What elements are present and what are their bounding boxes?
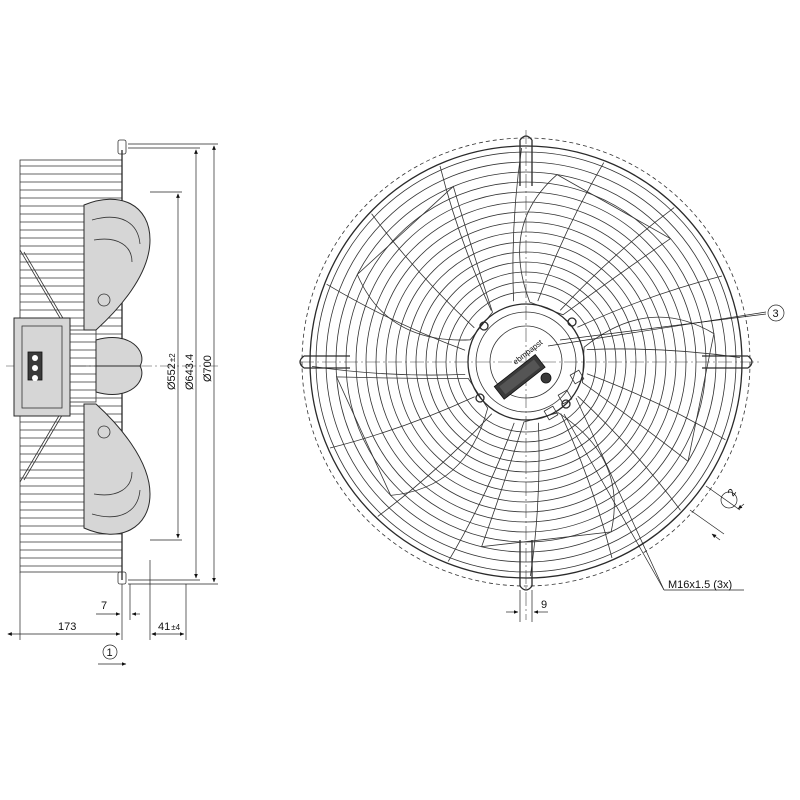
side-blade-mid-bottom <box>95 365 143 395</box>
front-bracket-bottom <box>519 540 533 591</box>
front-guard-spoke <box>371 213 475 329</box>
front-guard-ring <box>375 211 677 513</box>
front-guard-ring <box>355 191 697 533</box>
front-guard-spoke <box>512 147 522 302</box>
side-blade-top <box>83 198 151 331</box>
front-blade <box>335 376 489 496</box>
front-hub-screw-4 <box>561 399 571 409</box>
front-guard-spokes <box>311 147 741 577</box>
front-guard-ring <box>445 281 607 443</box>
callout-2-number: 2 <box>726 487 739 499</box>
front-guard-ring <box>325 161 727 563</box>
front-guard-spoke <box>311 366 466 376</box>
front-guard-spoke <box>577 395 681 511</box>
dim-inner-diameter: Ø552±2 <box>166 353 178 390</box>
side-gland-hole-1 <box>32 355 38 361</box>
front-guard-ring <box>425 261 627 463</box>
side-rotor-bolt-bottom <box>97 425 111 439</box>
side-gland-hole-2 <box>32 365 38 371</box>
callout-3-leader-1 <box>547 311 767 347</box>
dimension-widths <box>7 560 187 640</box>
front-hub-screw-1 <box>479 321 489 331</box>
front-hub-outer <box>467 303 585 421</box>
front-guard-spoke <box>530 422 540 577</box>
dim-mid-diameter: Ø643.4 <box>184 354 196 390</box>
thread-spec-label: M16x1.5 (3x) <box>668 579 732 591</box>
front-cable-glands <box>543 369 585 421</box>
front-guard-ring <box>315 151 737 573</box>
side-blade-top-detail <box>91 216 141 263</box>
side-strut-top <box>19 249 61 319</box>
front-bracket-right <box>702 355 753 369</box>
front-guard-spoke <box>586 348 741 358</box>
callout-3-number: 3 <box>773 308 779 320</box>
thread-leader-1 <box>575 397 665 591</box>
front-guard-spoke <box>439 165 492 311</box>
callout-2-circle <box>720 491 738 509</box>
callout-3-circle <box>767 304 785 322</box>
dim-gap-width: 7 <box>101 600 107 612</box>
side-blade-bottom-detail <box>91 471 141 518</box>
airflow-callout-circle <box>102 644 118 660</box>
front-outer-diameter-circle <box>301 137 751 587</box>
front-earth-symbol <box>540 372 552 384</box>
front-guard-ring <box>395 231 657 493</box>
front-blade <box>356 185 493 341</box>
side-gland-hole-3 <box>32 375 38 381</box>
front-view: ebmpapst 3 2 M16x1.5 (3x) 9 <box>299 130 785 622</box>
front-guard-spoke <box>586 373 726 441</box>
front-guard-spoke <box>559 207 675 311</box>
front-hub-screw-3 <box>475 393 485 403</box>
side-strut-bottom-2 <box>23 411 65 481</box>
front-guard-spoke <box>377 413 493 517</box>
front-blade <box>481 412 615 548</box>
front-guard-spoke <box>326 283 466 351</box>
dim-total-width: 173 <box>58 621 76 633</box>
thread-leader-2 <box>563 413 665 591</box>
front-bracket-top <box>519 135 533 186</box>
side-rotor-bolt-top <box>97 293 111 307</box>
front-guard-ring <box>335 171 717 553</box>
side-top-bracket <box>117 139 127 155</box>
front-terminal-label: ebmpapst <box>493 337 546 400</box>
side-motor-inner <box>21 325 63 409</box>
front-guard-spoke <box>560 413 613 559</box>
side-view: Ø552±2 Ø643.4 Ø700 173 7 41±4 1 <box>6 139 220 666</box>
dim-front-width: 41±4 <box>158 621 181 633</box>
front-guard-ring <box>405 241 647 483</box>
front-guard-spoke <box>329 396 475 449</box>
front-blades <box>335 174 715 548</box>
front-guard-ring <box>385 221 667 503</box>
front-hub-ring <box>475 311 577 413</box>
front-guard-ring <box>415 251 637 473</box>
side-strut-bottom <box>19 413 61 483</box>
front-hub-inner <box>489 325 563 399</box>
airflow-callout-number: 1 <box>107 647 113 659</box>
front-hub-screw-2 <box>567 317 577 327</box>
callout-2-line-a <box>689 509 725 535</box>
front-guard-spoke <box>447 422 515 562</box>
front-guard-spoke <box>577 275 723 328</box>
bracket-width-label: 9 <box>541 599 547 611</box>
front-guard-outer-ring <box>309 145 743 579</box>
side-blade-mid-top <box>95 337 143 367</box>
dimension-diameters <box>128 143 218 585</box>
callout-2-arrow-b <box>737 503 745 510</box>
callout-3-leader-2 <box>559 313 767 341</box>
side-strut-top-2 <box>23 251 65 321</box>
front-blade <box>519 174 672 316</box>
front-blade <box>581 316 715 463</box>
callout-2-arrow-a <box>711 533 721 541</box>
front-guard-ring <box>435 271 617 453</box>
front-guard-rings <box>309 145 743 579</box>
front-guard-spoke <box>537 162 605 302</box>
front-guard-ring <box>365 201 687 523</box>
dim-outer-diameter: Ø700 <box>202 355 214 382</box>
front-bracket-left <box>299 355 350 369</box>
